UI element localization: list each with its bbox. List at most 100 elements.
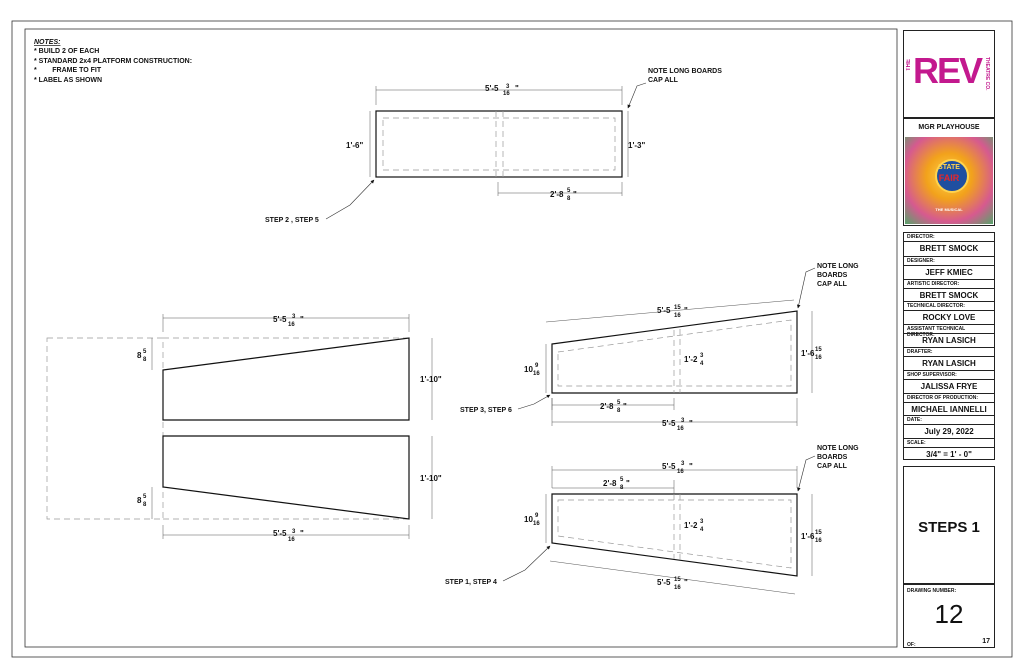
logo-the: THE [906,59,912,71]
lower-height-dim: 1'-10" [420,474,442,483]
svg-text:16: 16 [815,538,822,544]
credit-value: ROCKY LOVE [922,313,976,323]
svg-text:15: 15 [815,530,822,536]
svg-text:5: 5 [620,477,624,483]
svg-text:": " [623,402,627,411]
svg-text:3: 3 [681,418,685,424]
top-platform-view: 5'-5 3 16 " 1'-6" 1'-3" 2'-8 5 8 " NOTE … [265,68,722,224]
svg-text:": " [684,306,688,315]
credit-label: SCALE: [907,440,926,447]
svg-text:16: 16 [288,537,295,543]
credit-value: JEFF KMIEC [925,267,973,277]
top-platform-hidden-frame [382,117,616,171]
svg-text:": " [689,462,693,471]
right-lower-callout: NOTE LONG [817,445,859,452]
top-callout: NOTE LONG BOARDS [648,68,722,75]
svg-text:": " [515,84,519,93]
svg-text:5: 5 [567,188,571,194]
left-pair-view: 5'-5 3 16 " 5'-5 3 16 " 8 5 8 8 5 8 1'-1… [46,314,442,543]
poster-badge [935,159,969,193]
credit-row: DESIGNER: JEFF KMIEC [904,255,994,280]
sheet-outer-border [11,20,1013,658]
credit-label: DRAFTER: [907,349,933,355]
top-step-label: STEP 2 , STEP 5 [265,217,319,224]
right-upper-right-h: 1'-6 [801,349,815,358]
top-right-height-dim: 1'-3" [628,141,645,150]
credit-value: JALISSA FRYE [920,381,978,391]
svg-text:BOARDS: BOARDS [817,272,848,279]
top-inner-dim: 2'-8 [550,190,564,199]
right-upper-outline [551,310,798,394]
credit-label: DATE: [907,417,922,424]
svg-text:8: 8 [620,485,624,491]
logo-theatre-co: THEATRE CO. [984,57,990,91]
right-lower-top-dim: 5'-5 [662,462,676,471]
left-bottom-width-dim: 5'-5 [273,529,287,538]
upper-rise-dim: 8 [137,351,142,360]
credit-label: ASSISTANT TECHNICAL DIRECTOR: [907,326,966,339]
svg-text:8: 8 [617,408,621,414]
svg-text:16: 16 [677,469,684,475]
note-line: * STANDARD 2x4 PLATFORM CONSTRUCTION: [34,58,192,65]
title-block-logo: THE REV THEATRE CO. [903,30,995,118]
svg-text:16: 16 [677,426,684,432]
svg-text:": " [573,190,577,199]
credit-value: July 29, 2022 [924,427,974,437]
upper-wedge-outline [162,337,410,421]
show-poster: STATE FAIR THE MUSICAL [905,137,993,224]
of-total: 17 [982,638,990,645]
left-top-width-dim: 5'-5 [273,315,287,324]
svg-text:3: 3 [700,519,704,525]
right-lower-left-h: 10 [524,515,533,524]
svg-text:": " [626,479,630,488]
credit-row: DRAFTER: RYAN LASICH [904,347,994,371]
right-upper-bottom-dim: 5'-5 [662,419,676,428]
svg-text:8: 8 [143,357,147,363]
svg-text:9: 9 [535,363,539,369]
credit-value: 3/4" = 1' - 0" [926,450,972,460]
svg-text:5: 5 [143,349,147,355]
svg-text:4: 4 [700,527,704,533]
credit-value: RYAN LASICH [922,359,976,368]
credit-value: BRETT SMOCK [919,244,979,253]
svg-text:16: 16 [674,313,681,319]
top-platform-outline [375,110,623,178]
svg-text:16: 16 [533,521,540,527]
svg-text:15: 15 [815,347,822,353]
note-line: * BUILD 2 OF EACH [34,48,99,55]
logo-rev: REV [913,50,983,91]
left-pair-hidden-outline [46,337,164,520]
svg-text:CAP ALL: CAP ALL [648,77,679,84]
credit-value: RYAN LASICH [922,336,976,346]
svg-text:3: 3 [700,353,704,359]
right-upper-inner-dim: 2'-8 [600,402,614,411]
credit-label: DESIGNER: [907,257,935,264]
credit-row: TECHNICAL DIRECTOR: ROCKY LOVE [904,301,994,325]
credit-row: ARTISTIC DIRECTOR:BRETT SMOCK [904,278,994,303]
right-upper-callout: NOTE LONG [817,263,859,270]
svg-text:5: 5 [617,400,621,406]
right-upper-left-h: 10 [524,365,533,374]
credit-label: TECHNICAL DIRECTOR: [907,303,965,310]
svg-text:": " [300,315,304,324]
of-label: OF: [907,642,916,648]
credit-label: SHOP SUPERVISOR: [907,371,957,378]
svg-text:16: 16 [503,91,510,97]
svg-text:BOARDS: BOARDS [817,454,848,461]
note-line: * FRAME TO FIT [34,67,102,74]
sheet-title-box: STEPS 1 [903,466,995,584]
right-upper-view: 5'-5 15 16 " 10 9 16 1'-2 3 4 1'-6 15 16… [460,263,859,432]
svg-text:3: 3 [681,461,685,467]
right-lower-mid-h: 1'-2 [684,521,698,530]
lower-rise-dim: 8 [137,496,142,505]
svg-text:": " [300,529,304,538]
credit-row: DIRECTOR OF PRODUCTION:MICHAEL IANNELLI [904,392,994,417]
top-width-dim: 5'-5 [485,84,499,93]
svg-text:15: 15 [674,305,681,311]
right-lower-view: 5'-5 3 16 " 2'-8 5 8 " 10 9 16 1'-2 3 4 … [445,445,859,595]
drawing-number: 12 [934,599,964,629]
credit-row: SHOP SUPERVISOR: JALISSA FRYE [904,369,994,394]
right-upper-mid-h: 1'-2 [684,355,698,364]
